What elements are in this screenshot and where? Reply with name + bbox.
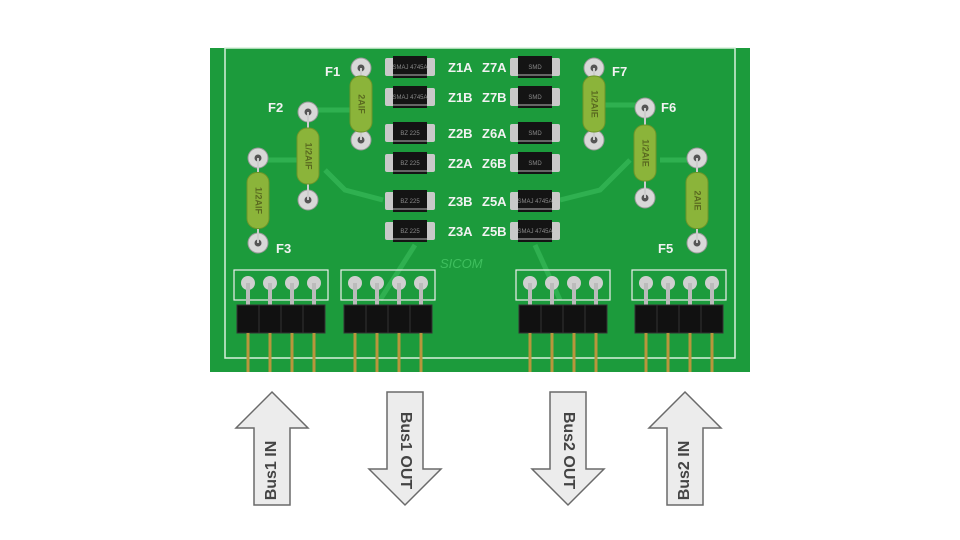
- arrow-bus2-in: Bus2 IN: [647, 390, 723, 506]
- zener-label: Z3A: [448, 224, 473, 239]
- arrow-shape: [530, 391, 606, 507]
- zener-label: Z3B: [448, 194, 473, 209]
- zener-marking: BZ 225: [400, 131, 420, 137]
- fuse: 2AlF F1: [325, 57, 373, 151]
- fuse-rating: 1/2AlE: [590, 90, 600, 118]
- fuse-rating: 1/2AlE: [641, 139, 651, 167]
- board-logo: SICOM: [440, 256, 483, 271]
- arrow-shape: [367, 391, 443, 507]
- zener-diode: BZ 225 Z3B: [385, 190, 473, 212]
- fuse-label: F5: [658, 241, 673, 256]
- arrow-shape: [234, 390, 310, 506]
- fuse: 1/2AlE F7: [582, 57, 627, 151]
- fuse-label: F2: [268, 100, 283, 115]
- fuse-label: F1: [325, 64, 340, 79]
- zener-diode: SMAJ 4745A Z1B: [385, 86, 473, 108]
- zener-label: Z1A: [448, 60, 473, 75]
- zener-diode: BZ 225 Z3A: [385, 220, 473, 242]
- zener-diode: BZ 225 Z2A: [385, 152, 473, 174]
- zener-marking: SMAJ 4745A: [517, 199, 552, 205]
- zener-diode: SMD Z6B: [482, 152, 560, 174]
- zener-marking: BZ 225: [400, 199, 420, 205]
- fuse: 1/2AlF F3: [246, 147, 291, 256]
- zener-diode: BZ 225 Z2B: [385, 122, 473, 144]
- zener-label: Z6B: [482, 156, 507, 171]
- fuse: 1/2AlE F6: [633, 97, 676, 209]
- zener-marking: SMAJ 4745A: [517, 229, 552, 235]
- zener-label: Z1B: [448, 90, 473, 105]
- zener-marking: SMAJ 4745A: [392, 65, 427, 71]
- zener-marking: BZ 225: [400, 161, 420, 167]
- fuse: 1/2AlF F2: [268, 100, 320, 211]
- arrow-label: Bus2 IN: [676, 441, 693, 501]
- zener-marking: SMD: [528, 161, 542, 167]
- zener-label: Z5B: [482, 224, 507, 239]
- pin-headers: [233, 269, 727, 372]
- arrow-label: Bus2 OUT: [560, 412, 577, 490]
- zener-label: Z5A: [482, 194, 507, 209]
- zener-marking: SMD: [528, 131, 542, 137]
- zener-diode: SMAJ 4745A Z5B: [482, 220, 560, 242]
- arrow-label: Bus1 OUT: [397, 412, 414, 490]
- fuse-label: F7: [612, 64, 627, 79]
- zener-diode: SMAJ 4745A Z5A: [482, 190, 560, 212]
- zener-diode: SMD Z6A: [482, 122, 560, 144]
- zener-label: Z6A: [482, 126, 507, 141]
- zener-marking: BZ 225: [400, 229, 420, 235]
- fuse-label: F3: [276, 241, 291, 256]
- fuse-rating: 1/2AlF: [254, 187, 264, 215]
- arrow-bus1-out: Bus1 OUT: [367, 391, 443, 507]
- zener-label: Z2A: [448, 156, 473, 171]
- pin-header: [340, 269, 436, 372]
- arrow-bus2-out: Bus2 OUT: [530, 391, 606, 507]
- pin-header: [631, 269, 727, 372]
- zener-marking: SMAJ 4745A: [392, 95, 427, 101]
- zener-marking: SMD: [528, 65, 542, 71]
- fuse-label: F6: [661, 100, 676, 115]
- zener-label: Z7A: [482, 60, 507, 75]
- fuses: 2AlF F1 1/2AlF F2 1/2AlF F3 1/2AlE F7 1/2AlE F6 2A…: [246, 57, 709, 256]
- zener-diode: SMD Z7A: [482, 56, 560, 78]
- bus-arrows: Bus1 IN Bus1 OUT Bus2 OUT Bus2 IN: [234, 390, 723, 507]
- zener-label: Z2B: [448, 126, 473, 141]
- fuse: 2AlE F5: [658, 147, 709, 256]
- fuse-rating: 1/2AlF: [304, 142, 314, 170]
- fuse-rating: 2AlF: [357, 94, 367, 114]
- fuse-rating: 2AlE: [693, 190, 703, 210]
- zener-diode: SMAJ 4745A Z1A: [385, 56, 473, 78]
- zener-diode: SMD Z7B: [482, 86, 560, 108]
- arrow-bus1-in: Bus1 IN: [234, 390, 310, 506]
- zener-label: Z7B: [482, 90, 507, 105]
- arrow-shape: [647, 390, 723, 506]
- pin-header: [515, 269, 611, 372]
- arrow-label: Bus1 IN: [263, 441, 280, 501]
- zener-marking: SMD: [528, 95, 542, 101]
- pin-header: [233, 269, 329, 372]
